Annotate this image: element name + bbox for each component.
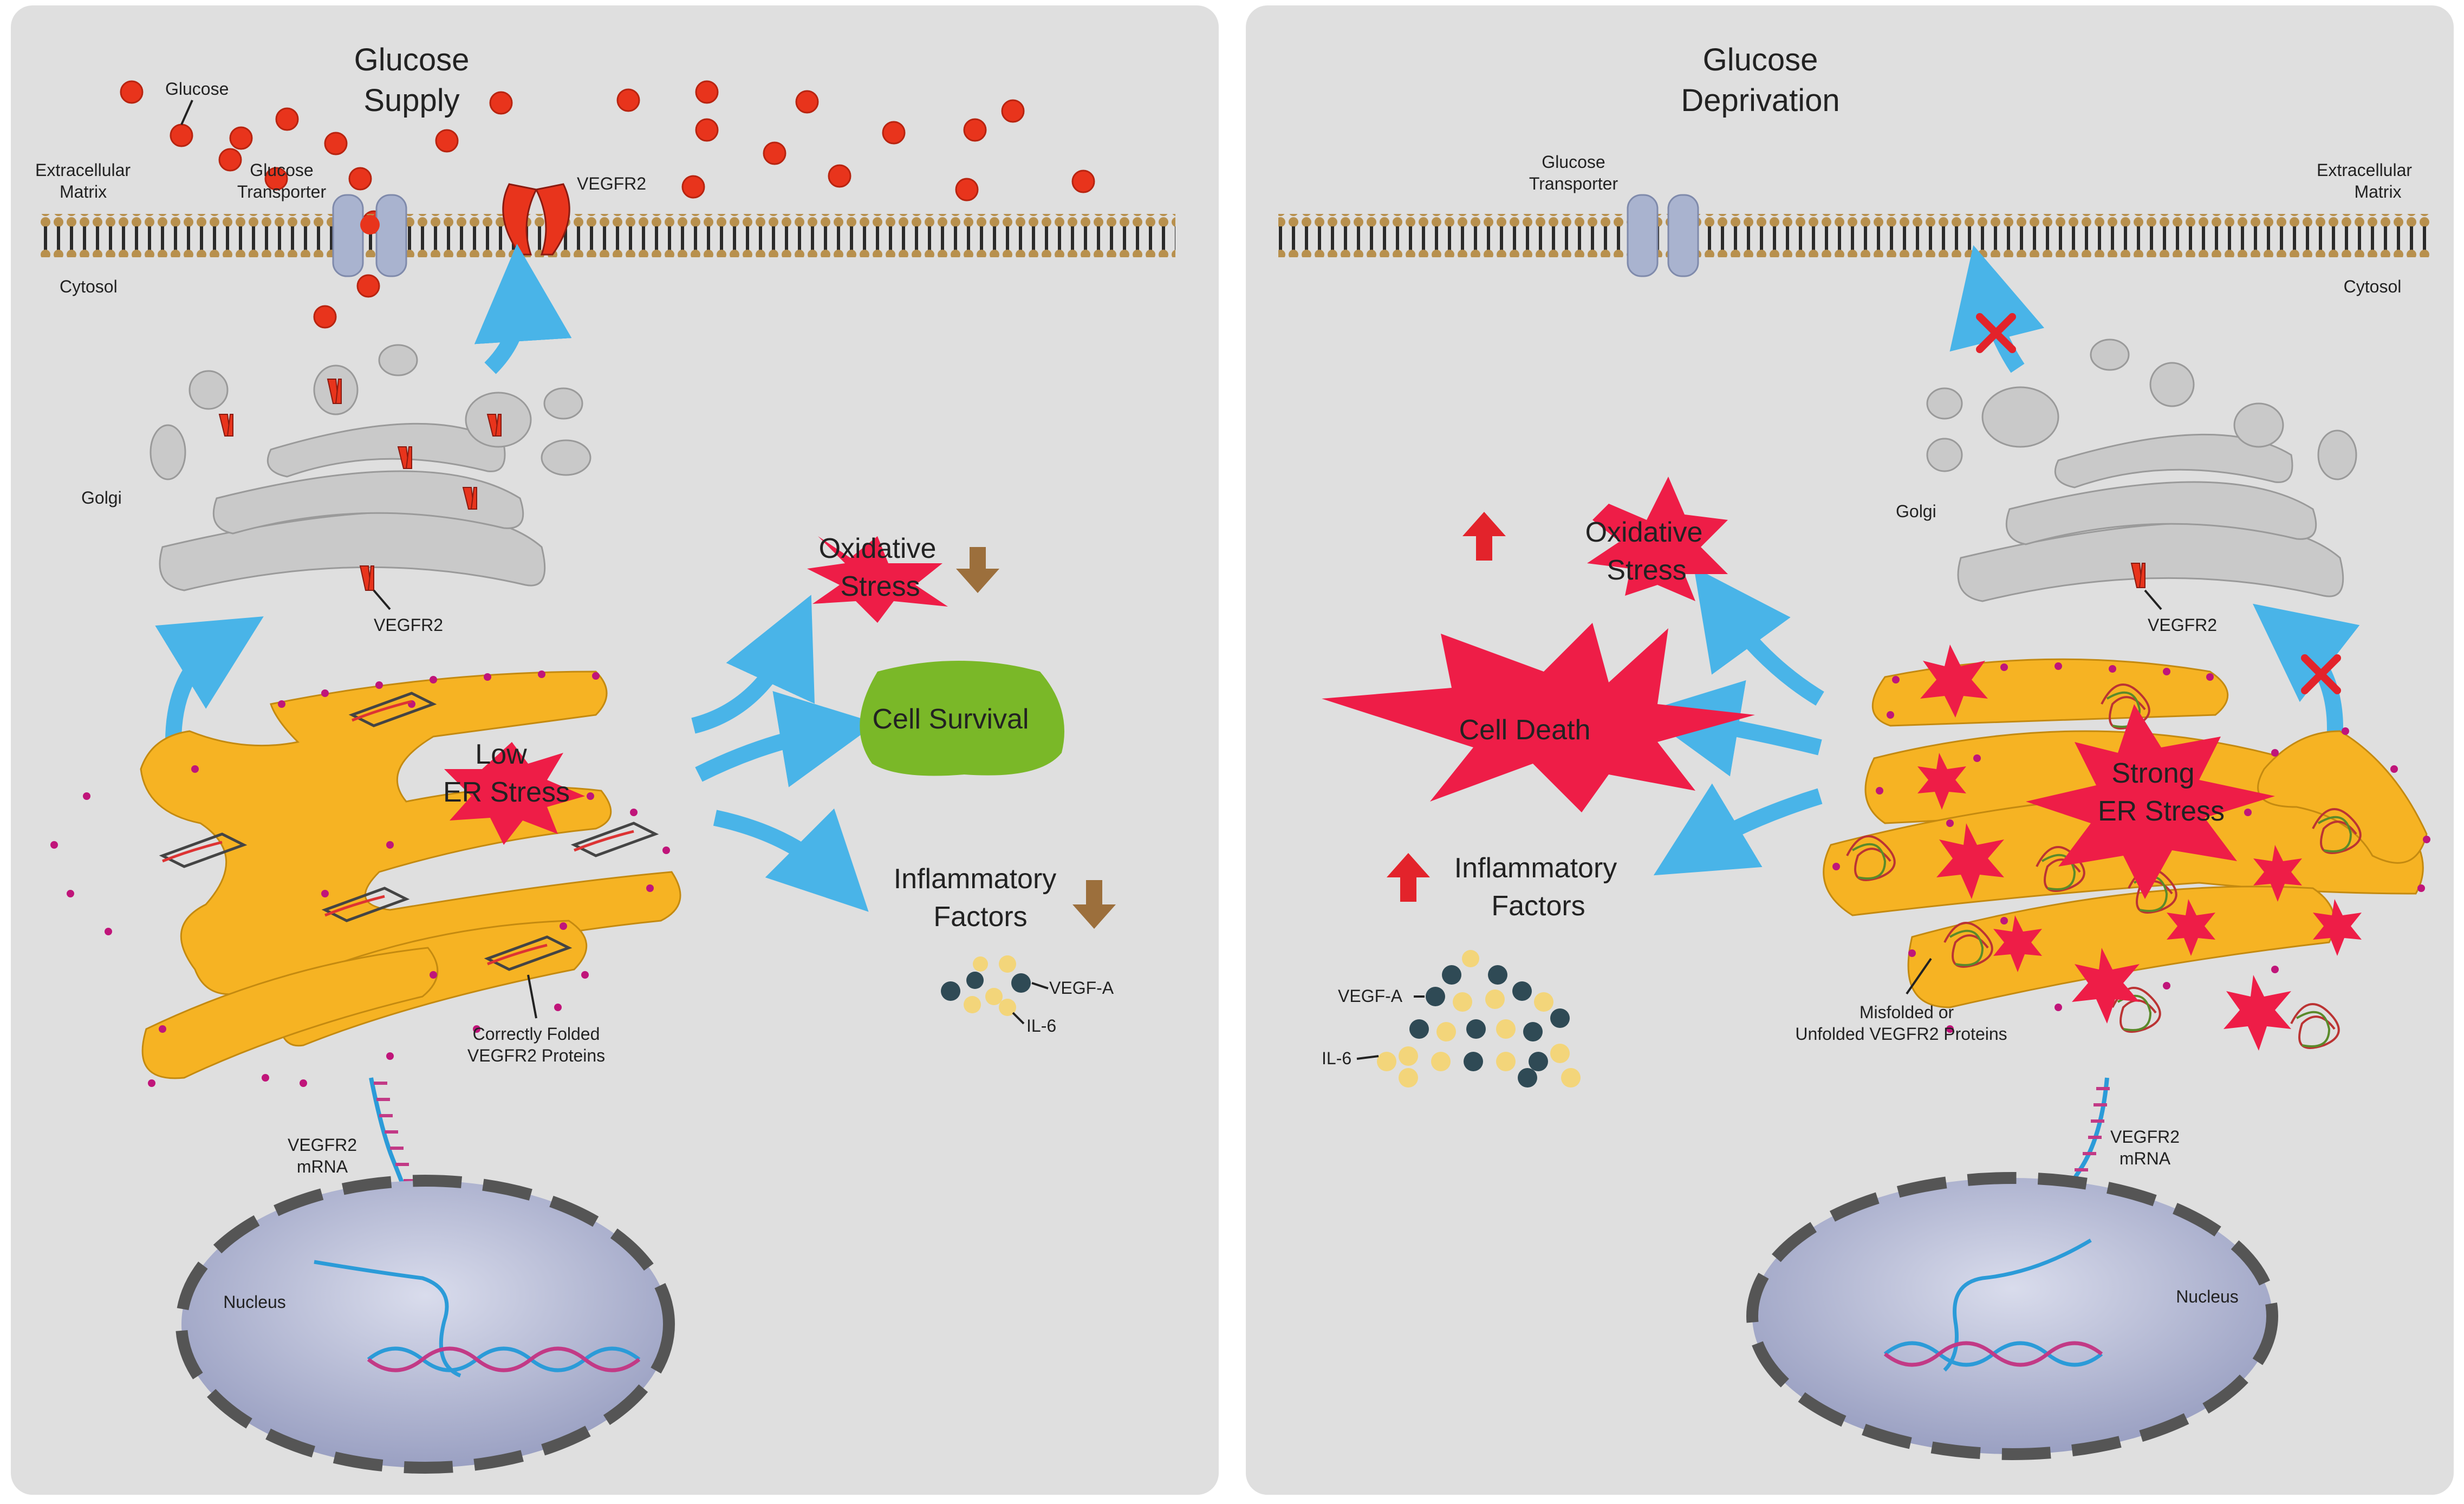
right-nucleus [1746,1172,2278,1460]
right-ecm-line2: Matrix [2354,182,2401,201]
left-oxidative-stress-star [807,536,948,623]
right-vegfr2-golgi-label: VEGFR2 [2148,615,2217,635]
right-oxidative-stress-star [1587,477,1728,601]
golgi-left [149,344,591,591]
right-oxidative-line1: Oxidative [1585,517,1703,548]
left-nucleus-label: Nucleus [223,1292,286,1312]
right-nucleus-label: Nucleus [2176,1287,2239,1306]
left-inflammatory-down-arrow [1072,880,1116,929]
left-cytosol-label: Cytosol [60,277,118,296]
right-transporter-line1: Glucose [1542,152,1605,172]
glucose-transporter-left [332,194,407,277]
golgi-right [1926,338,2357,602]
er-ribosomes-left [50,670,670,1087]
left-oxidative-line2: Stress [840,571,920,602]
left-mrna-line2: mRNA [297,1157,348,1176]
glucose-transporter-right [1627,194,1699,277]
left-title-line1: Glucose [354,42,470,77]
cell-death-label: Cell Death [1459,714,1591,746]
left-ecm-line2: Matrix [60,182,107,201]
left-inflammatory-line2: Factors [933,901,1027,933]
right-mrna-line2: mRNA [2120,1149,2171,1168]
right-golgi-label: Golgi [1896,502,1936,521]
strong-er-stress-star [2026,704,2275,899]
left-vegfa-label: VEGF-A [1049,978,1114,998]
left-dna-helix [314,1260,641,1378]
left-il6-label: IL-6 [1026,1016,1056,1036]
right-mrna-line1: VEGFR2 [2110,1127,2180,1147]
left-oxidative-line1: Oxidative [819,533,937,564]
left-transporter-line1: Glucose [250,160,313,180]
left-title-line2: Supply [363,83,459,118]
right-title-line2: Deprivation [1681,83,1839,118]
left-ecm-line1: Extracellular [35,160,131,180]
left-vegfr2-membrane-label: VEGFR2 [577,174,646,193]
right-vegfa-label: VEGF-A [1338,986,1403,1006]
right-inflammatory-line2: Factors [1491,890,1585,922]
left-mrna-line1: VEGFR2 [288,1135,357,1155]
left-inflammatory-line1: Inflammatory [894,863,1057,895]
strong-er-stress-line1: Strong [2111,758,2194,789]
low-er-stress-line2: ER Stress [443,777,570,808]
er-stress-small-stars [1917,644,2362,1051]
folded-proteins-line1: Correctly Folded [473,1024,600,1044]
panel-glucose-supply: Glucose Supply Glucose Extracellular Mat… [11,5,1219,1495]
left-golgi-label: Golgi [81,488,122,507]
cell-membrane-left [38,214,1175,257]
right-title-line1: Glucose [1703,42,1818,77]
cell-death-star [1322,623,1755,812]
cell-survival-blob [860,661,1064,776]
misfolded-line2: Unfolded VEGFR2 Proteins [1795,1024,2007,1044]
left-oxidative-down-arrow [956,547,999,593]
right-inflammatory-line1: Inflammatory [1454,852,1617,884]
right-dna-helix [1883,1238,2103,1372]
glucose-molecules [120,80,1095,329]
low-er-stress-line1: Low [475,739,527,770]
cell-survival-label: Cell Survival [873,704,1029,735]
arrow-er-to-golgi [155,616,264,743]
right-transporter-line2: Transporter [1529,174,1618,193]
right-vegfr2-in-golgi [2130,563,2146,588]
panel-glucose-deprivation: Glucose Deprivation Glucose Transporter … [1246,5,2454,1495]
left-nucleus [175,1175,675,1474]
left-transporter-line2: Transporter [237,182,327,201]
left-cytokine-cluster [941,955,1031,1016]
vegfr2-in-golgi [218,379,502,591]
low-er-stress-star [444,742,585,845]
right-ecm-line1: Extracellular [2317,160,2412,180]
vegfr2-receptor-membrane [502,183,570,256]
right-cytokine-cluster [1377,950,1581,1088]
arrow-golgi-to-membrane [474,244,572,374]
right-oxidative-line2: Stress [1607,555,1686,586]
right-block-x-top [1976,313,2016,353]
cell-membrane-right [1278,214,2432,257]
left-outgoing-arrows [691,595,877,912]
left-vegfr2-golgi-label: VEGFR2 [374,615,443,635]
right-oxidative-up-arrow [1462,512,1506,561]
strong-er-stress-line2: ER Stress [2098,796,2225,827]
folded-proteins-line2: VEGFR2 Proteins [467,1046,605,1065]
right-il6-label: IL-6 [1322,1049,1351,1068]
right-block-x-er [2301,654,2341,694]
right-inflammatory-up-arrow [1387,853,1430,902]
folded-vegfr2-proteins [159,692,659,971]
glucose-label: Glucose [165,79,229,99]
misfolded-line1: Misfolded or [1860,1002,1954,1022]
right-cytosol-label: Cytosol [2344,277,2402,296]
